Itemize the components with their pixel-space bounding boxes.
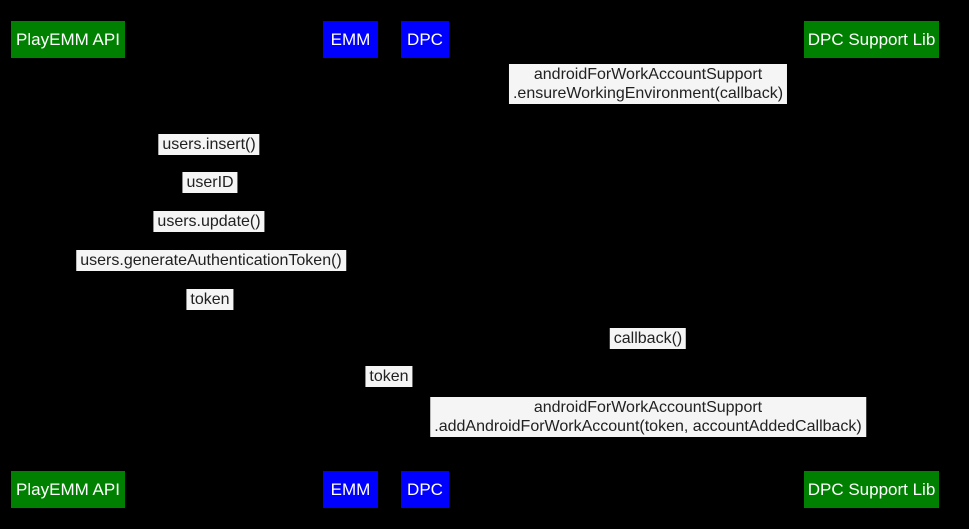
- message-line: userID: [186, 174, 234, 191]
- message-ensure-working-environment: androidForWorkAccountSupport .ensureWork…: [508, 64, 788, 104]
- message-line: token: [369, 368, 409, 385]
- actor-bottom-playemm-api: PlayEMM API: [11, 471, 125, 508]
- message-users-update: users.update(): [153, 211, 265, 232]
- lifeline-emm: [350, 58, 351, 471]
- actor-top-dpc-support-lib: DPC Support Lib: [804, 21, 939, 58]
- actor-bottom-dpc-support-lib: DPC Support Lib: [804, 471, 939, 508]
- actor-bottom-dpc: DPC: [401, 471, 449, 508]
- message-line: .addAndroidForWorkAccount(token, account…: [434, 418, 862, 435]
- message-line: .ensureWorkingEnvironment(callback): [512, 85, 784, 102]
- message-line: androidForWorkAccountSupport: [533, 399, 763, 416]
- message-line: users.generateAuthenticationToken(): [80, 252, 342, 269]
- actor-top-dpc: DPC: [401, 21, 449, 58]
- message-line: androidForWorkAccountSupport: [533, 66, 763, 83]
- message-users-generate-authentication-token: users.generateAuthenticationToken(): [76, 250, 346, 271]
- message-line: users.insert(): [162, 136, 256, 153]
- message-token-to-dpc: token: [365, 366, 413, 387]
- lifeline-playemm-api: [68, 58, 69, 471]
- message-line: users.update(): [157, 213, 261, 230]
- actor-bottom-emm: EMM: [323, 471, 378, 508]
- message-userid: userID: [182, 172, 238, 193]
- message-line: callback(): [613, 330, 683, 347]
- message-callback: callback(): [609, 328, 687, 349]
- message-token-to-emm: token: [186, 289, 234, 310]
- lifeline-dpc: [425, 58, 426, 471]
- message-users-insert: users.insert(): [158, 134, 260, 155]
- actor-top-playemm-api: PlayEMM API: [11, 21, 125, 58]
- message-add-android-for-work-account: androidForWorkAccountSupport .addAndroid…: [430, 397, 866, 437]
- lifeline-dpc-support-lib: [871, 58, 872, 471]
- actor-top-emm: EMM: [323, 21, 378, 58]
- message-line: token: [190, 291, 230, 308]
